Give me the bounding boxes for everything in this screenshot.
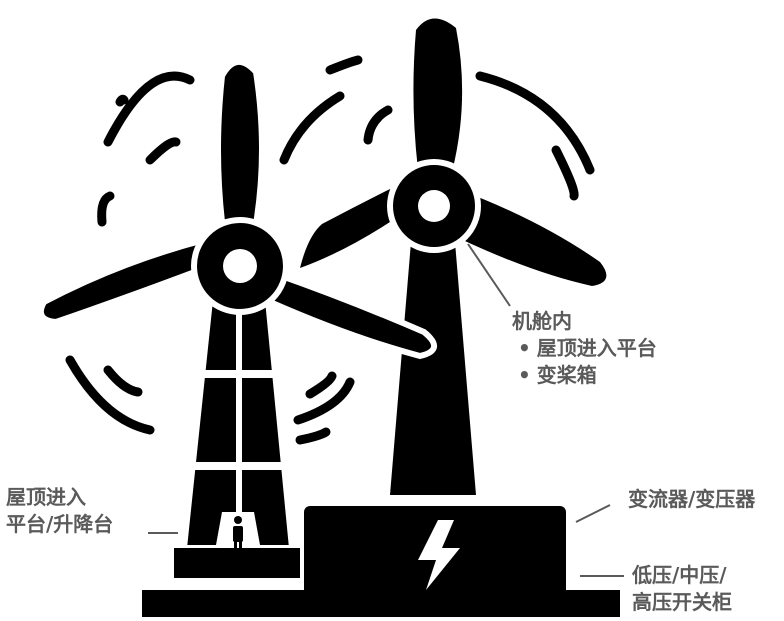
- converter-leader: [575, 504, 611, 523]
- left-turbine-blade-up: [215, 59, 265, 228]
- converter-cabinet: [142, 506, 620, 617]
- bullet: •: [518, 363, 531, 387]
- left-turbine: [38, 59, 437, 578]
- switchgear-label: 低压/中压/ 高压开关柜: [632, 562, 732, 616]
- nacelle-item-2: •变桨箱: [512, 362, 657, 389]
- converter-text: 变流器/变压器: [628, 487, 756, 511]
- left-turbine-base: [174, 548, 300, 578]
- nacelle-item-1: •屋顶进入平台: [512, 335, 657, 362]
- tower-platform-line-1: 屋顶进入: [6, 485, 86, 509]
- right-turbine-tower: [390, 230, 476, 495]
- lift-shaft: [236, 300, 242, 566]
- switchgear-line-1: 低压/中压/: [632, 563, 727, 587]
- nacelle-item-label: 屋顶进入平台: [536, 336, 657, 360]
- leader-lines: [148, 243, 624, 577]
- right-turbine-blade-right: [446, 190, 607, 286]
- tower-platform-line-2: 平台/升降台: [6, 512, 114, 536]
- tower-platform-label: 屋顶进入 平台/升降台: [6, 484, 113, 538]
- nacelle-title: 机舱内: [512, 309, 572, 333]
- switchgear-line-2: 高压开关柜: [632, 590, 732, 614]
- left-turbine-motion-lines: [65, 71, 355, 445]
- right-turbine-hub-center: [418, 190, 450, 222]
- left-turbine-hub-center: [223, 249, 257, 283]
- person-icon: [233, 516, 243, 552]
- ground-slab: [142, 590, 620, 617]
- nacelle-label: 机舱内 •屋顶进入平台 •变桨箱: [512, 308, 657, 389]
- nacelle-item-label: 变桨箱: [536, 363, 597, 387]
- left-turbine-blade-left: [38, 235, 208, 326]
- right-turbine-motion-lines: [279, 55, 595, 201]
- converter-label: 变流器/变压器: [628, 486, 755, 513]
- nacelle-leader: [467, 243, 511, 307]
- bullet: •: [518, 336, 531, 360]
- left-turbine-blade-right: [266, 270, 437, 360]
- right-turbine-blade-up: [413, 18, 463, 172]
- lightning-bolt-icon: [418, 520, 460, 590]
- right-turbine: [279, 18, 607, 495]
- right-turbine-blade-left: [300, 184, 408, 268]
